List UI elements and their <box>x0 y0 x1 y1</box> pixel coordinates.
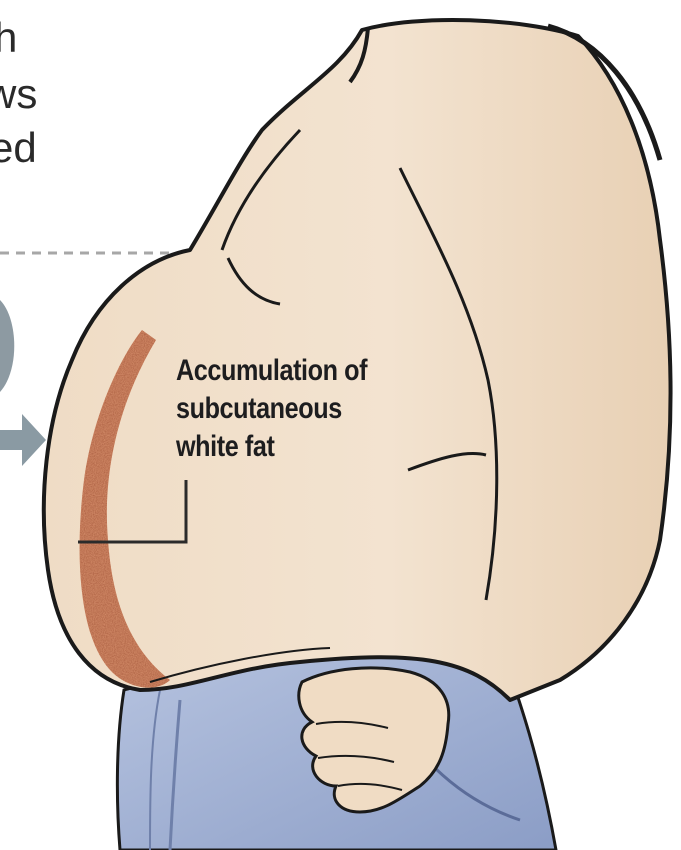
arrow-icon <box>0 414 46 466</box>
fat-annotation-label: Accumulation of subcutaneous white fat <box>176 352 394 466</box>
annotation-line-1: Accumulation of <box>176 352 394 390</box>
annotation-line-3: white fat <box>176 428 394 466</box>
annotation-line-2: subcutaneous <box>176 390 394 428</box>
partial-circle-shape <box>0 300 14 392</box>
